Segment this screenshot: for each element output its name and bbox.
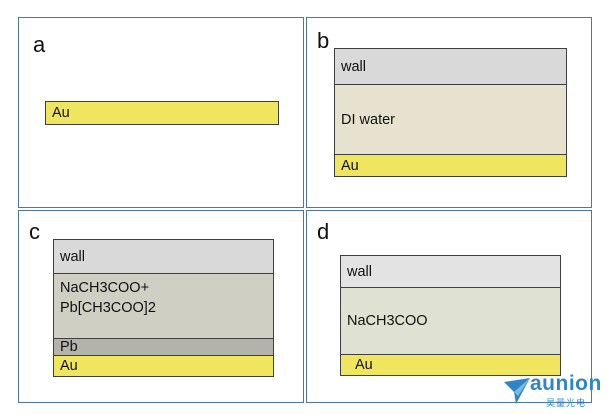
wall-layer: wall	[334, 48, 567, 85]
panel-a: a Au	[18, 17, 304, 208]
wall-layer: wall	[53, 239, 274, 274]
panel-c: c wall NaCH3COO+ Pb[CH3COO]2 Pb Au	[18, 210, 304, 403]
panel-letter-b: b	[317, 28, 330, 53]
lead-layer: Pb	[53, 338, 274, 356]
panel-b: b wall DI water Au	[306, 17, 592, 208]
wall-layer: wall	[340, 255, 561, 288]
panel-letter-a: a	[33, 32, 46, 57]
logo-subtitle: 昊量光电	[546, 399, 587, 409]
logo-wordmark: aunion	[530, 372, 602, 395]
gold-layer: Au	[53, 355, 274, 377]
panel-letter-d: d	[317, 219, 330, 244]
logo-mark-icon	[504, 378, 530, 404]
panel-letter-c: c	[29, 219, 40, 244]
di-water-layer: DI water	[334, 84, 567, 155]
sodium-acetate-layer: NaCH3COO	[340, 287, 561, 355]
gold-layer: Au	[334, 154, 567, 177]
aunion-logo: aunion 昊量光电	[502, 372, 606, 410]
gold-layer: Au	[340, 354, 561, 376]
gold-layer: Au	[45, 101, 279, 125]
panel-d: d wall NaCH3COO Au	[306, 210, 592, 403]
mixed-acetate-solution-layer: NaCH3COO+ Pb[CH3COO]2	[53, 273, 274, 339]
